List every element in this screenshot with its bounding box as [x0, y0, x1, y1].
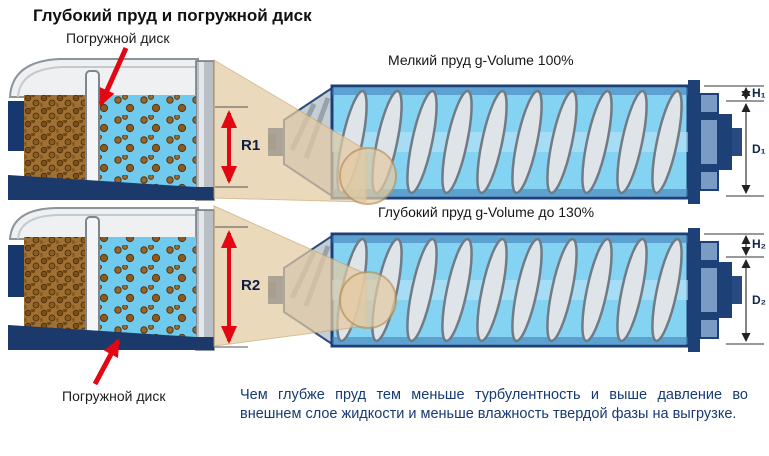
- casing-bottom: [8, 325, 214, 350]
- magnifier-cone-bottom: [213, 205, 397, 347]
- d1-label: D₁: [752, 142, 766, 156]
- disk-label-bottom: Погружной диск: [62, 388, 166, 404]
- r2-dimension-arrow: [215, 226, 248, 348]
- shallow-pond-label: Мелкий пруд g-Volume 100%: [388, 52, 574, 68]
- h1-label: H₁: [752, 86, 766, 100]
- red-arrow-bottom: [92, 338, 121, 386]
- deep-pond-label: Глубокий пруд g-Volume до 130%: [378, 204, 595, 220]
- floating-solids: [100, 237, 196, 337]
- disk-label-top: Погружной диск: [66, 30, 170, 46]
- scroll-hub: [8, 58, 199, 98]
- magnifier-circle: [339, 271, 397, 329]
- h2-label: H₂: [752, 237, 766, 251]
- h1-dimension: [704, 85, 764, 102]
- h2-dimension: [704, 233, 764, 258]
- hub-shading: [17, 214, 198, 240]
- submerged-disk-plate: [85, 70, 100, 190]
- casing-bottom: [8, 175, 214, 200]
- casing-block: [8, 245, 24, 297]
- d1-dimension: [726, 103, 764, 197]
- bowl-wall-highlight: [199, 211, 204, 349]
- cross-section-shallow: [8, 58, 215, 201]
- d2-label: D₂: [752, 293, 766, 307]
- red-arrow-top: [98, 46, 129, 107]
- cross-section-deep: [8, 207, 215, 351]
- bowl-wall: [195, 60, 215, 201]
- d2-dimension: [726, 259, 764, 345]
- r1-dimension-arrow: [215, 106, 248, 188]
- r1-label: R1: [241, 137, 261, 154]
- floating-solids: [100, 95, 196, 187]
- hub-shading: [17, 66, 198, 98]
- r2-label: R2: [241, 277, 261, 294]
- bowl-wall: [195, 209, 215, 351]
- casing-block: [8, 101, 24, 151]
- explanation-note: Чем глубже пруд тем меньше турбулентност…: [240, 387, 748, 422]
- magnifier-cone-top: [213, 59, 397, 205]
- submerged-disk-plate: [85, 216, 100, 338]
- magnifier-circle: [339, 147, 397, 205]
- bowl-wall-highlight: [199, 62, 204, 199]
- scroll-hub: [8, 207, 199, 240]
- page-title: Глубокий пруд и погружной диск: [33, 6, 312, 25]
